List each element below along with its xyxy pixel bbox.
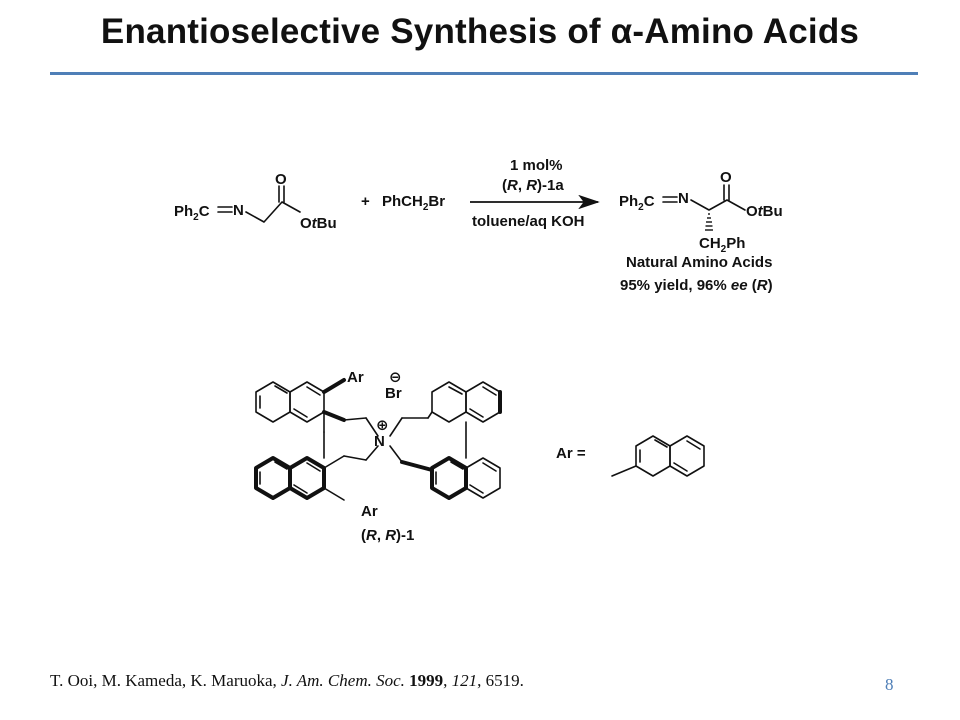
ar-inner-2: [654, 439, 668, 448]
product-otbu-label: OtBu: [746, 203, 783, 220]
catalyst-n: N: [374, 433, 385, 450]
ar-bottom-bond: [323, 487, 345, 501]
arrow-condition-catalyst: (R, R)-1a: [502, 177, 564, 194]
plus-sign: +: [361, 193, 370, 210]
product-ph2c-label: Ph2C: [619, 193, 655, 213]
naph-tl-inner-3: [293, 408, 308, 418]
reactant-otbu-label: OtBu: [300, 215, 337, 232]
product-carbonyl-o: O: [720, 169, 732, 186]
naph-br-inner-2: [450, 461, 464, 470]
naph-br-inner-3: [469, 484, 484, 494]
catalyst-structure: Ar Ar N ⊕ Br ⊖: [254, 369, 502, 544]
naph-bl-ring-a: [254, 456, 292, 500]
product-chain: [690, 199, 746, 211]
naph-tr-ring-b: [465, 381, 501, 423]
catalyst-n-plus: ⊕: [376, 417, 389, 434]
reactant-n-label: N: [233, 202, 244, 219]
product-ch2ph-label: CH2Ph: [699, 235, 745, 255]
ch2-bl-to-n: [365, 445, 379, 461]
citation-pages: , 6519.: [477, 671, 524, 690]
naph-br-inner-4: [482, 462, 497, 472]
product-n-label: N: [678, 190, 689, 207]
ar-naph-ring-a: [635, 435, 671, 477]
naph-tl-ring-b: [289, 381, 325, 423]
naph-bl-inner-3: [293, 484, 308, 494]
ar-inner-3: [673, 462, 688, 472]
naph-bl-inner-4: [306, 462, 321, 472]
reactant-imine-ester: Ph2C N O OtBu: [174, 171, 337, 232]
product-hashed-wedge: [705, 213, 713, 231]
ar-inner-4: [686, 440, 701, 450]
tr-attach: [427, 411, 433, 419]
naph-bl-inner-2: [274, 461, 288, 470]
citation-year: 1999: [409, 671, 444, 690]
slide-number: 8: [885, 675, 894, 694]
naph-tl-ring-a: [255, 381, 291, 423]
ch2-tl-link: [343, 417, 367, 421]
citation-journal: J. Am. Chem. Soc.: [281, 671, 405, 690]
naph-bl-ring-b: [288, 456, 326, 500]
naph-br-ring-b: [465, 457, 501, 499]
product-amino-ester: Ph2C N O OtBu CH2Ph: [619, 169, 783, 255]
ch2-tr-from-n: [389, 417, 403, 437]
ar-top-bond: [322, 378, 346, 394]
arrow-condition-solvent: toluene/aq KOH: [472, 213, 585, 230]
reactant-carbonyl-o: O: [275, 171, 287, 188]
catalyst-label: (R, R)-1: [361, 527, 414, 544]
ar-naph-ring-b: [669, 435, 705, 477]
ch2-bl-link: [343, 455, 367, 461]
catalyst-br-minus: ⊖: [389, 369, 402, 386]
naph-tr-inner-3: [482, 386, 497, 396]
ch2-tl-bond: [322, 410, 346, 422]
catalyst-ar-bottom: Ar: [361, 503, 378, 520]
ch2-br-from-n: [389, 445, 403, 463]
benzyl-bromide-label: PhCH2Br: [382, 193, 445, 213]
citation: T. Ooi, M. Kameda, K. Maruoka, J. Am. Ch…: [50, 671, 524, 690]
ar-2-naphthyl: [611, 435, 705, 477]
ar-definition-label: Ar =: [556, 445, 586, 462]
naph-br-ring-a: [430, 456, 468, 500]
naph-tl-inner-4: [306, 386, 321, 396]
ch2-tl-to-n: [365, 417, 379, 437]
ar-attach-bond: [611, 465, 637, 477]
catalyst-ar-top: Ar: [347, 369, 364, 386]
naph-tr-ring-a: [431, 381, 467, 423]
reactant-chain: [245, 201, 301, 223]
title-underline: [50, 72, 918, 75]
catalyst-br: Br: [385, 385, 402, 402]
product-class-label: Natural Amino Acids: [626, 254, 772, 271]
reactant-ph2c-label: Ph2C: [174, 203, 210, 223]
arrow-condition-catalyst-loading: 1 mol%: [510, 157, 563, 174]
citation-volume: 121: [451, 671, 478, 690]
yield-ee-label: 95% yield, 96% ee (R): [620, 277, 773, 294]
slide-title: Enantioselective Synthesis of α-Amino Ac…: [100, 12, 860, 51]
naph-tl-inner-2: [274, 385, 288, 394]
ch2-br-link: [400, 460, 434, 472]
naph-tr-inner-1: [448, 386, 463, 395]
ch2-bl-bond: [323, 455, 345, 469]
citation-authors: T. Ooi, M. Kameda, K. Maruoka,: [50, 671, 282, 690]
naph-tr-inner-2: [469, 408, 484, 418]
